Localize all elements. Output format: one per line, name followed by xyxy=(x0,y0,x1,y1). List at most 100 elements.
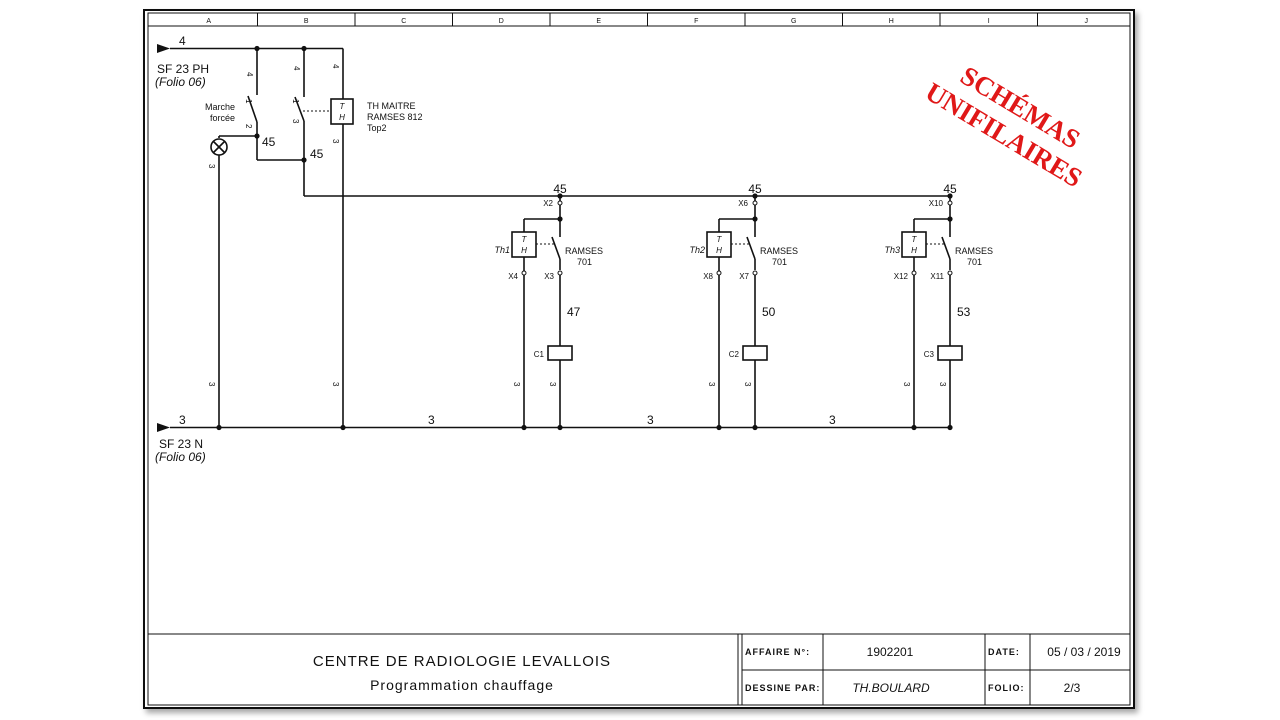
phase-folio: (Folio 06) xyxy=(155,75,206,89)
zone-term-left: X4 xyxy=(508,272,518,281)
svg-text:2: 2 xyxy=(244,124,253,129)
phase-arrow-icon xyxy=(157,44,170,53)
bus-wire-3: 3 xyxy=(829,413,836,427)
column-label: A xyxy=(206,18,211,25)
sheet-frame xyxy=(143,9,1135,709)
zone-out-wire: 47 xyxy=(567,305,581,319)
zone-th-label: Th3 xyxy=(884,245,900,255)
date-label: DATE: xyxy=(988,647,1020,657)
phase-wire-number: 4 xyxy=(179,34,186,48)
zone-th-label: Th2 xyxy=(689,245,705,255)
svg-text:3: 3 xyxy=(331,382,340,387)
wire-number: 3 xyxy=(902,382,911,387)
zone-top-wire: 45 xyxy=(943,182,957,196)
svg-text:1: 1 xyxy=(244,99,253,104)
wire-number: 3 xyxy=(548,382,557,387)
svg-text:4: 4 xyxy=(331,64,340,69)
zone-term-left: X8 xyxy=(703,272,713,281)
zone-coil-label: C2 xyxy=(729,350,740,359)
th-letter: H xyxy=(521,246,527,255)
zone-out-wire: 53 xyxy=(957,305,971,319)
th-letter: T xyxy=(717,235,723,244)
zone-th-label: Th1 xyxy=(494,245,510,255)
wire-number: 3 xyxy=(743,382,752,387)
column-label: H xyxy=(889,18,894,25)
date-value: 05 / 03 / 2019 xyxy=(1047,645,1121,659)
phase-label: SF 23 PH xyxy=(157,62,209,76)
th-master-label-3: Top2 xyxy=(367,123,387,133)
column-label: F xyxy=(694,18,698,25)
zone-term-top: X10 xyxy=(929,199,944,208)
node-45-b: 45 xyxy=(310,147,324,161)
supply-neutral: 3 SF 23 N (Folio 06) 3 3 3 xyxy=(155,413,950,464)
svg-text:3: 3 xyxy=(207,164,216,169)
th-letter: T xyxy=(522,235,528,244)
bus-wire-2: 3 xyxy=(647,413,654,427)
zone-term-right: X7 xyxy=(739,272,749,281)
dessine-label: DESSINE PAR: xyxy=(745,683,820,693)
th-letter: H xyxy=(716,246,722,255)
bus-wire-1: 3 xyxy=(428,413,435,427)
sheet-inner-border xyxy=(147,12,1131,706)
switch-label-2: forcée xyxy=(210,113,235,123)
zone-out-wire: 50 xyxy=(762,305,776,319)
neutral-label: SF 23 N xyxy=(159,437,203,451)
zone-model-2: 701 xyxy=(772,257,787,267)
wire-number: 3 xyxy=(938,382,947,387)
neutral-wire-number: 3 xyxy=(179,413,186,427)
zone-model-1: RAMSES xyxy=(760,246,798,256)
column-label: B xyxy=(304,18,309,25)
master-thermostat xyxy=(330,98,354,125)
zone-term-top: X6 xyxy=(738,199,748,208)
zone-model-2: 701 xyxy=(967,257,982,267)
zone-term-left: X12 xyxy=(894,272,909,281)
column-header: A B C D E F G H I J xyxy=(148,13,1130,27)
svg-text:T: T xyxy=(340,102,346,111)
th-master-label-2: RAMSES 812 xyxy=(367,112,423,122)
title-block: CENTRE DE RADIOLOGIE LEVALLOIS Programma… xyxy=(148,633,1130,705)
zone-top-wire: 45 xyxy=(748,182,762,196)
svg-text:4: 4 xyxy=(292,66,301,71)
node-45-a: 45 xyxy=(262,135,276,149)
zone-top-wire: 45 xyxy=(553,182,567,196)
switch-label-1: Marche xyxy=(205,102,235,112)
wire-number: 3 xyxy=(512,382,521,387)
zone-model-2: 701 xyxy=(577,257,592,267)
master-circuit: 4 1 2 Marche forcée 45 3 3 4 1 3 45 T H … xyxy=(205,45,423,427)
zone-term-right: X3 xyxy=(544,272,554,281)
column-label: E xyxy=(596,18,601,25)
column-label: C xyxy=(401,18,406,25)
column-label: D xyxy=(499,18,504,25)
zone-coil-label: C1 xyxy=(534,350,545,359)
svg-text:3: 3 xyxy=(291,119,300,124)
column-label: I xyxy=(988,18,990,25)
affaire-value: 1902201 xyxy=(867,645,914,659)
folio-label: FOLIO: xyxy=(988,683,1025,693)
zone-model-1: RAMSES xyxy=(955,246,993,256)
column-label: G xyxy=(791,18,796,25)
th-letter: T xyxy=(912,235,918,244)
folio-value: 2/3 xyxy=(1064,681,1081,695)
project-subtitle: Programmation chauffage xyxy=(370,677,554,693)
th-master-label-1: TH MAITRE xyxy=(367,101,416,111)
svg-text:4: 4 xyxy=(245,72,254,77)
wire-number: 3 xyxy=(707,382,716,387)
neutral-folio: (Folio 06) xyxy=(155,450,206,464)
column-label: J xyxy=(1085,18,1089,25)
svg-text:3: 3 xyxy=(331,139,340,144)
project-title: CENTRE DE RADIOLOGIE LEVALLOIS xyxy=(313,653,611,670)
svg-text:H: H xyxy=(339,113,345,122)
zone-term-top: X2 xyxy=(543,199,553,208)
neutral-arrow-icon xyxy=(157,423,170,432)
svg-text:1: 1 xyxy=(291,99,300,104)
dessine-value: TH.BOULARD xyxy=(852,681,930,695)
zone-coil-label: C3 xyxy=(924,350,935,359)
th-letter: H xyxy=(911,246,917,255)
zone-model-1: RAMSES xyxy=(565,246,603,256)
affaire-label: AFFAIRE N°: xyxy=(745,647,810,657)
